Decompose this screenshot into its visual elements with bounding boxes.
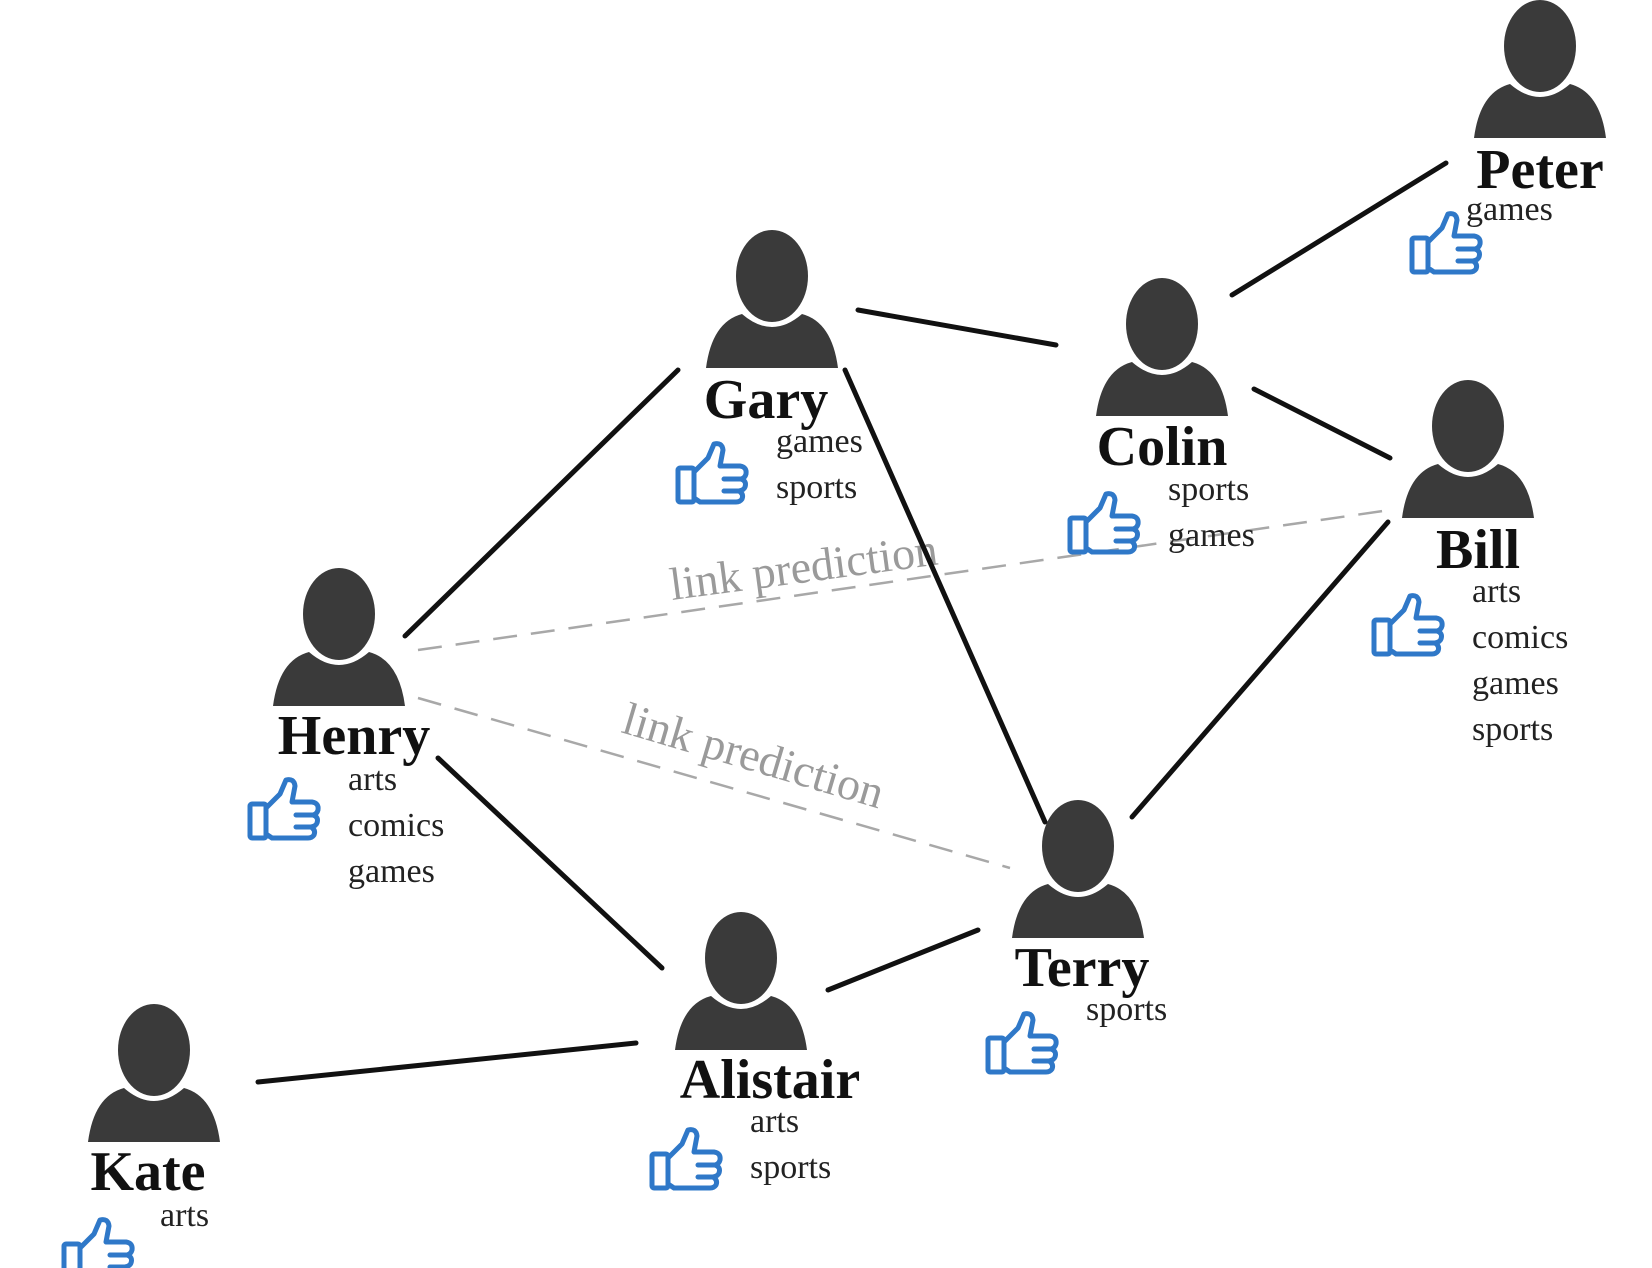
person-name: Terry xyxy=(1015,937,1150,999)
interest-label: sports xyxy=(1086,991,1167,1028)
thumbs-up-icon xyxy=(985,1011,1059,1075)
predicted-link-henry-bill xyxy=(417,508,1391,652)
interest-label: arts xyxy=(348,761,397,798)
interest-label: sports xyxy=(750,1149,831,1186)
thumbs-up-icon xyxy=(649,1127,723,1191)
edge-gary-colin xyxy=(855,307,1059,348)
person-name: Henry xyxy=(278,705,430,767)
person-icon xyxy=(1096,278,1228,416)
interest-label: arts xyxy=(750,1103,799,1140)
edge-colin-peter xyxy=(1229,160,1449,298)
thumbs-up-icon xyxy=(1409,211,1483,275)
person-icon xyxy=(1012,800,1144,938)
interest-label: arts xyxy=(1472,573,1521,610)
interest-label: comics xyxy=(1472,619,1568,656)
person-icon xyxy=(1402,380,1534,518)
interest-label: comics xyxy=(348,807,444,844)
person-name: Peter xyxy=(1476,139,1603,201)
thumbs-up-icon xyxy=(1371,593,1445,657)
interest-label: games xyxy=(1472,665,1559,702)
thumbs-up-icon xyxy=(61,1217,135,1268)
edge-kate-alistair xyxy=(255,1040,639,1085)
edge-alistair-terry xyxy=(825,927,981,993)
interest-label: games xyxy=(1168,517,1255,554)
interest-label: arts xyxy=(160,1197,209,1234)
person-icon xyxy=(675,912,807,1050)
interest-label: games xyxy=(776,423,863,460)
interest-label: sports xyxy=(776,469,857,506)
person-name: Alistair xyxy=(680,1049,860,1111)
thumbs-up-icon xyxy=(247,777,321,841)
edges-layer xyxy=(255,160,1449,1085)
link-prediction-label: link prediction xyxy=(667,524,941,610)
edge-henry-gary xyxy=(402,367,681,639)
interest-label: sports xyxy=(1168,471,1249,508)
link-prediction-label: link prediction xyxy=(617,693,890,818)
person-icon xyxy=(1474,0,1606,138)
edge-colin-bill xyxy=(1251,386,1393,461)
interest-label: games xyxy=(348,853,435,890)
thumbs-up-icon xyxy=(675,441,749,505)
person-icon xyxy=(273,568,405,706)
person-icon xyxy=(88,1004,220,1142)
interest-label: sports xyxy=(1472,711,1553,748)
person-name: Colin xyxy=(1097,416,1228,478)
edge-gary-terry xyxy=(842,367,1048,825)
person-name: Gary xyxy=(704,369,828,431)
people-layer: PetergamesGarygamessportsColinsportsgame… xyxy=(61,0,1606,1268)
edge-henry-alistair xyxy=(435,755,665,971)
predicted-link-henry-terry xyxy=(417,696,1011,870)
thumbs-up-icon xyxy=(1067,491,1141,555)
interest-label: games xyxy=(1466,191,1553,228)
person-name: Kate xyxy=(90,1141,205,1203)
edge-bill-terry xyxy=(1129,519,1391,820)
person-icon xyxy=(706,230,838,368)
person-name: Bill xyxy=(1436,519,1520,581)
